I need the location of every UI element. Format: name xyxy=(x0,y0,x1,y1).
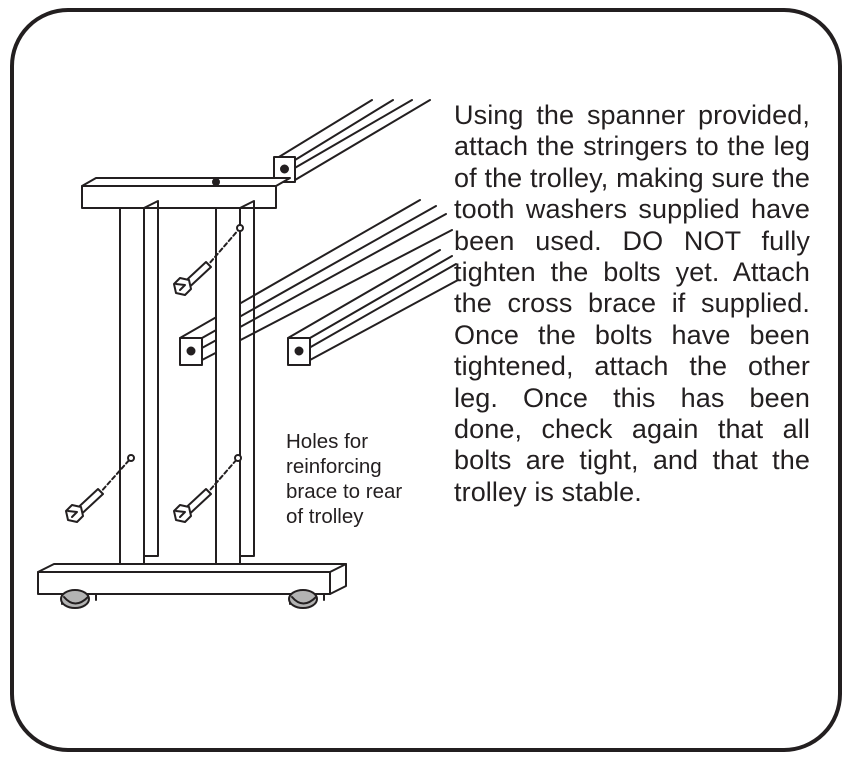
wheel-icon xyxy=(60,589,97,609)
note-line: of trolley xyxy=(286,505,364,528)
bolt-icon xyxy=(65,454,135,523)
note-line: brace to rear xyxy=(286,480,403,503)
bolt-icon xyxy=(173,224,244,296)
assembly-instructions: Using the spanner provided, attach the s… xyxy=(454,100,810,507)
stringer-right xyxy=(287,249,459,366)
note-line: Holes for xyxy=(286,430,369,453)
wheel-icon xyxy=(288,589,325,609)
note-line: reinforcing xyxy=(286,455,382,478)
bolt-icon xyxy=(173,454,242,523)
reinforcing-brace-note: Holes for reinforcing brace to rear of t… xyxy=(286,429,404,529)
stringer-top xyxy=(273,99,431,183)
instruction-card xyxy=(10,8,842,752)
trolley-leg xyxy=(37,177,347,595)
stringer-middle xyxy=(179,199,453,366)
